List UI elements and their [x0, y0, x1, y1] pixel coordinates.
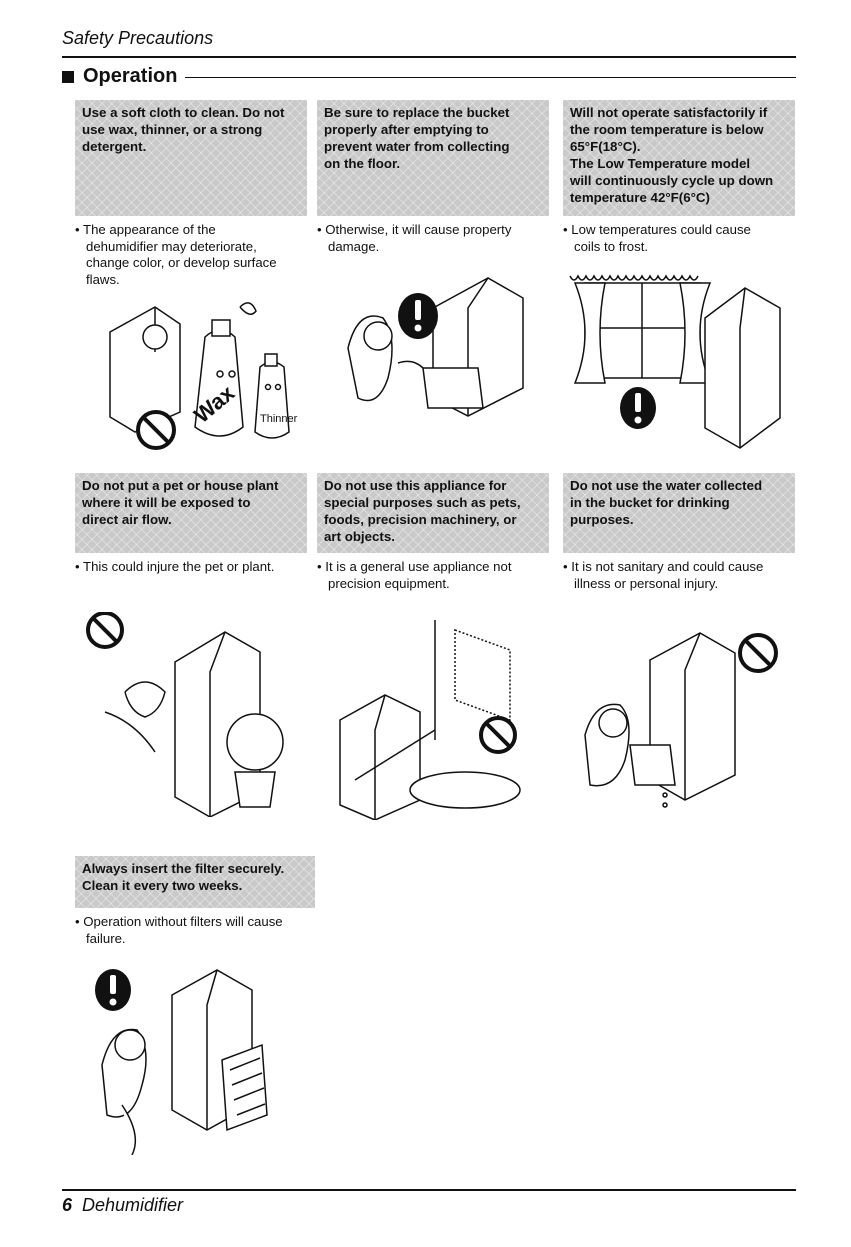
- page-footer: 6 Dehumidifier: [62, 1195, 183, 1216]
- precaution-box: Do not put a pet or house plant where it…: [75, 473, 307, 553]
- precaution-card-7: Always insert the filter securely. Clean…: [75, 856, 315, 947]
- precaution-card-3: Will not operate satisfactorily if the r…: [563, 100, 795, 255]
- page-number: 6: [62, 1195, 73, 1215]
- page-header-title: Safety Precautions: [62, 28, 214, 48]
- header-rule: [62, 56, 796, 58]
- footer-rule: [62, 1189, 796, 1191]
- prohibition-icon: [86, 612, 124, 649]
- precaution-description: Operation without filters will cause fai…: [75, 914, 315, 947]
- section-title: Operation: [83, 65, 178, 87]
- precaution-box: Do not use the water collected in the bu…: [563, 473, 795, 553]
- precaution-description: This could injure the pet or plant.: [75, 559, 307, 576]
- thinner-label: Thinner: [260, 413, 298, 425]
- precaution-description: Low temperatures could cause coils to fr…: [563, 222, 795, 255]
- section-heading: Operation: [62, 65, 796, 88]
- precaution-box: Will not operate satisfactorily if the r…: [563, 100, 795, 216]
- precaution-box: Always insert the filter securely. Clean…: [75, 856, 315, 908]
- precaution-card-4: Do not put a pet or house plant where it…: [75, 473, 307, 576]
- precaution-description: It is a general use appliance not precis…: [317, 559, 549, 592]
- section-rule: [185, 77, 796, 78]
- mandatory-icon: [398, 293, 438, 339]
- mandatory-icon: [95, 969, 131, 1011]
- illustration-pet-plant: [86, 612, 284, 817]
- precaution-card-2: Be sure to replace the bucket properly a…: [317, 100, 549, 255]
- precaution-box: Be sure to replace the bucket properly a…: [317, 100, 549, 216]
- precaution-description: It is not sanitary and could cause illne…: [563, 559, 795, 592]
- prohibition-icon: [479, 716, 517, 754]
- precaution-box: Do not use this appliance for special pu…: [317, 473, 549, 553]
- mandatory-icon: [620, 387, 656, 429]
- illustration-cold-window: [569, 274, 781, 449]
- footer-title: Dehumidifier: [82, 1195, 184, 1215]
- illustration-bucket: [347, 277, 524, 417]
- illustration-filter: [95, 969, 268, 1155]
- precaution-box: Use a soft cloth to clean. Do not use wa…: [75, 100, 307, 216]
- precaution-card-5: Do not use this appliance for special pu…: [317, 473, 549, 592]
- prohibition-icon: [136, 410, 176, 450]
- illustration-drinking-water: [584, 632, 778, 808]
- precaution-card-6: Do not use the water collected in the bu…: [563, 473, 795, 592]
- prohibition-icon: [738, 633, 778, 673]
- precaution-description: Otherwise, it will cause property damage…: [317, 222, 549, 255]
- precaution-card-1: Use a soft cloth to clean. Do not use wa…: [75, 100, 307, 288]
- illustration-wax-thinner: Wax Thinner: [109, 302, 298, 450]
- illustration-general-use: [339, 620, 521, 820]
- section-bullet: [62, 70, 74, 83]
- precaution-description: The appearance of the dehumidifier may d…: [75, 222, 307, 288]
